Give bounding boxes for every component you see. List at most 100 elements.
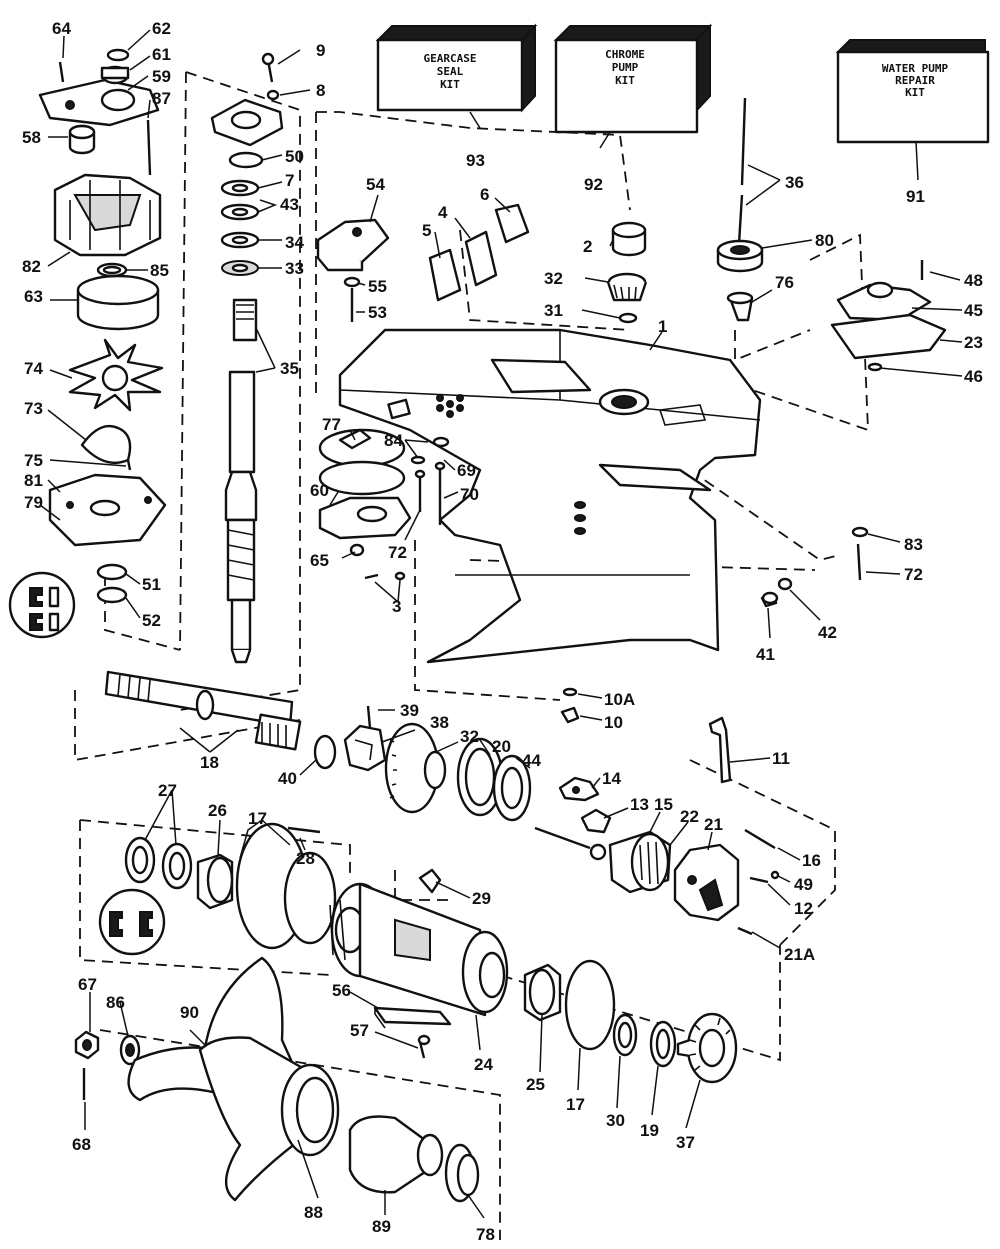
- pump-plate: [48, 473, 167, 547]
- callout-44: 44: [522, 751, 541, 770]
- callout-12: 12: [794, 899, 813, 918]
- driveshaft-bearing-housing: [210, 98, 284, 147]
- callout-83: 83: [904, 535, 923, 554]
- callout-79: 79: [24, 493, 43, 512]
- callout-77: 77: [322, 415, 341, 434]
- callout-69: 69: [457, 461, 476, 480]
- anode-block: [316, 218, 390, 272]
- callout-32-bottom: 32: [460, 727, 479, 746]
- callout-78: 78: [476, 1225, 495, 1244]
- callout-80: 80: [815, 231, 834, 250]
- callout-29: 29: [472, 889, 491, 908]
- callout-9: 9: [316, 41, 325, 60]
- callout-82: 82: [22, 257, 41, 276]
- callout-87: 87: [152, 89, 171, 108]
- gearcase-kit-line2: SEAL: [437, 65, 464, 78]
- callout-76: 76: [775, 273, 794, 292]
- gearcase-housing: [338, 328, 762, 664]
- shift-housing: [673, 843, 740, 922]
- callout-26: 26: [208, 801, 227, 820]
- callout-62: 62: [152, 19, 171, 38]
- callout-6: 6: [480, 185, 489, 204]
- callout-73: 73: [24, 399, 43, 418]
- callout-38: 38: [430, 713, 449, 732]
- impeller: [68, 338, 164, 412]
- pinion-bearing: [611, 221, 647, 257]
- reverse-bearing: [608, 830, 672, 894]
- callout-40: 40: [278, 769, 297, 788]
- callout-81: 81: [24, 471, 43, 490]
- callout-72-center: 72: [388, 543, 407, 562]
- forward-gear: [384, 722, 447, 814]
- thrust-bearing: [456, 737, 504, 817]
- callout-15: 15: [654, 795, 673, 814]
- shift-lever: [708, 716, 732, 784]
- callout-10a: 10A: [604, 690, 635, 709]
- reverse-gear: [676, 1012, 738, 1084]
- callout-59: 59: [152, 67, 171, 86]
- callout-93: 93: [466, 151, 485, 170]
- water-kit-line2: REPAIR: [895, 74, 935, 87]
- callout-17-lower: 17: [566, 1095, 585, 1114]
- callout-21a: 21A: [784, 945, 815, 964]
- seal-detail-circle-2: [98, 888, 166, 956]
- callout-72-right: 72: [904, 565, 923, 584]
- pinion-gear: [606, 272, 648, 302]
- callout-30: 30: [606, 1111, 625, 1130]
- callout-31: 31: [544, 301, 563, 320]
- callout-41: 41: [756, 645, 775, 664]
- prop-spacer: [348, 1115, 444, 1194]
- callout-20: 20: [492, 737, 511, 756]
- callout-88: 88: [304, 1203, 323, 1222]
- callout-2: 2: [583, 237, 592, 256]
- callout-21: 21: [704, 815, 723, 834]
- callout-52: 52: [142, 611, 161, 630]
- callout-labels: 64 62 61 59 87 58 82 85 63 74 73 75 81 7…: [22, 19, 983, 1244]
- gearcase-seal-kit-box: GEARCASE SEAL KIT: [375, 23, 538, 113]
- callout-42: 42: [818, 623, 837, 642]
- callout-51: 51: [142, 575, 161, 594]
- water-tube: [736, 97, 747, 261]
- callout-63: 63: [24, 287, 43, 306]
- callout-50: 50: [285, 147, 304, 166]
- callout-61: 61: [152, 45, 171, 64]
- gearcase-kit-line3: KIT: [440, 78, 460, 91]
- callout-10: 10: [604, 713, 623, 732]
- callout-85: 85: [150, 261, 169, 280]
- needle-bearing: [523, 963, 562, 1022]
- callout-23: 23: [964, 333, 983, 352]
- callout-54: 54: [366, 175, 385, 194]
- callout-74: 74: [24, 359, 43, 378]
- callout-1: 1: [658, 317, 667, 336]
- callout-28: 28: [296, 849, 315, 868]
- callout-7: 7: [285, 171, 294, 190]
- thrust-washer: [444, 1143, 480, 1203]
- callout-3: 3: [392, 597, 401, 616]
- driveshaft: [224, 298, 258, 664]
- callout-55: 55: [368, 277, 387, 296]
- callout-92: 92: [584, 175, 603, 194]
- callout-90: 90: [180, 1003, 199, 1022]
- water-pump-base: [830, 281, 947, 360]
- callout-17-upper: 17: [248, 809, 267, 828]
- callout-14: 14: [602, 769, 621, 788]
- callout-48: 48: [964, 271, 983, 290]
- gearcase-kit-line1: GEARCASE: [424, 52, 477, 65]
- callout-8: 8: [316, 81, 325, 100]
- callout-60: 60: [310, 481, 329, 500]
- callout-57: 57: [350, 1021, 369, 1040]
- callout-16: 16: [802, 851, 821, 870]
- callout-34: 34: [285, 233, 304, 252]
- water-kit-line3: KIT: [905, 86, 925, 99]
- chrome-kit-line1: CHROME: [605, 48, 645, 61]
- impeller-cup: [76, 274, 160, 331]
- bearing-carrier: [329, 882, 509, 1017]
- propeller-shaft: [104, 670, 302, 751]
- shift-shaft-rod: [534, 826, 607, 861]
- callout-53: 53: [368, 303, 387, 322]
- callout-22: 22: [680, 807, 699, 826]
- callout-91: 91: [906, 187, 925, 206]
- callout-5: 5: [422, 221, 431, 240]
- callout-18: 18: [200, 753, 219, 772]
